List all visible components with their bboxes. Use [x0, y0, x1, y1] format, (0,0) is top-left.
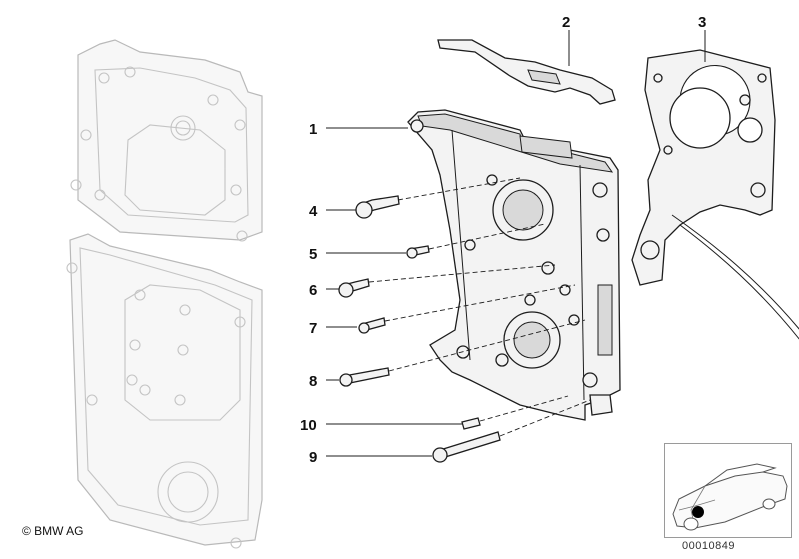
- callout-4: 4: [309, 203, 318, 220]
- car-outline-icon: [672, 463, 788, 531]
- gasket-part-2: [437, 39, 616, 105]
- bolt-part-9: [432, 431, 501, 463]
- bolt-part-8: [339, 367, 390, 387]
- callout-1: 1: [309, 121, 317, 138]
- bolt-part-5: [406, 245, 430, 259]
- callout-5: 5: [309, 246, 317, 263]
- diagram-number: 00010849: [682, 540, 735, 552]
- gasket-part-3: [631, 49, 799, 340]
- callout-2: 2: [562, 14, 570, 31]
- callout-6: 6: [309, 282, 317, 299]
- vehicle-location-thumbnail: [664, 443, 792, 538]
- bolt-part-6: [338, 278, 370, 298]
- assembly-lines: [368, 177, 591, 437]
- copyright-notice: © BMW AG: [22, 524, 84, 538]
- bolt-part-7: [358, 317, 386, 334]
- leader-lines: [326, 30, 706, 457]
- bolt-part-4: [355, 195, 400, 219]
- dowel-part-10: [461, 417, 481, 430]
- callout-3: 3: [698, 14, 706, 31]
- ghost-lower-timing-cover: [66, 233, 263, 549]
- timing-case-part-1: [407, 109, 621, 421]
- callout-9: 9: [309, 449, 317, 466]
- callout-10: 10: [300, 417, 317, 434]
- location-marker-icon: [692, 506, 704, 518]
- callout-8: 8: [309, 373, 317, 390]
- callout-7: 7: [309, 320, 317, 337]
- ghost-upper-timing-cover: [70, 39, 263, 242]
